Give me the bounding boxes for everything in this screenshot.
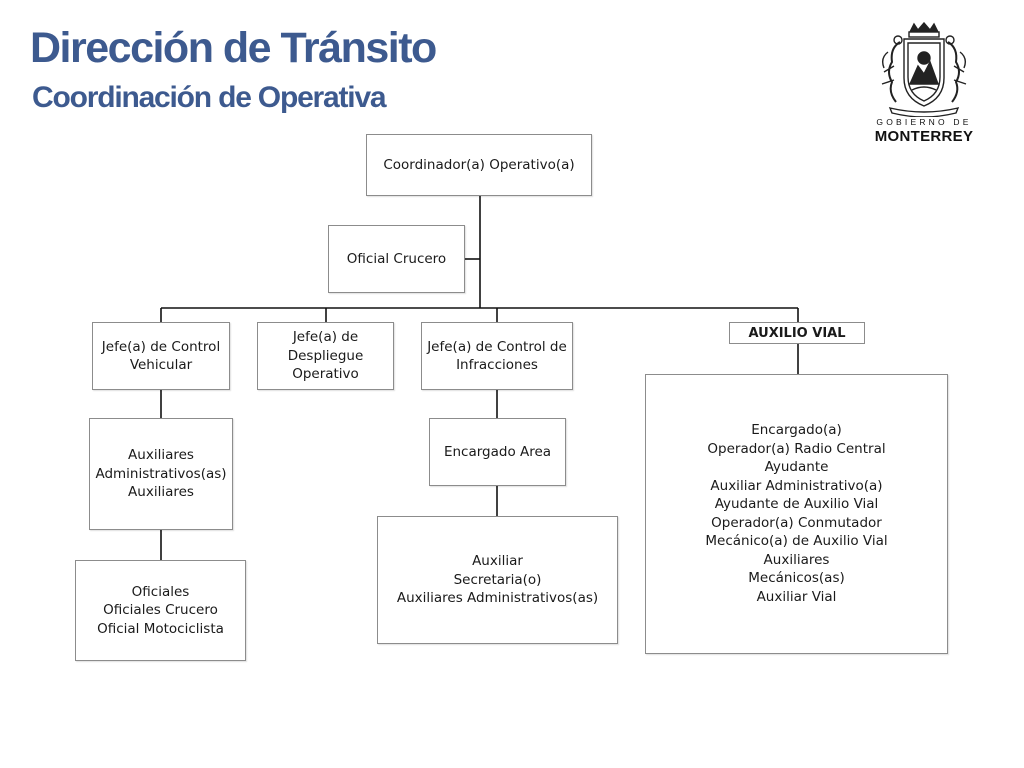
page-subtitle: Coordinación de Operativa: [32, 81, 387, 114]
page-title: Dirección de Tránsito: [30, 24, 437, 72]
infracciones-staff-box: Auxiliar Secretaria(o) Auxiliares Admini…: [377, 516, 618, 644]
box-line: Auxiliar Administrativo(a): [710, 477, 883, 494]
auxilio-vial-label: AUXILIO VIAL: [729, 322, 865, 344]
control-vehicular-box: Jefe(a) de Control Vehicular: [92, 322, 230, 390]
despliegue-operativo-box: Jefe(a) de Despliegue Operativo: [257, 322, 394, 390]
box-line: Coordinador(a) Operativo(a): [383, 156, 575, 173]
box-line: Encargado(a): [751, 422, 842, 438]
coat-of-arms-icon: [881, 21, 967, 118]
box-line: Ayudante de Auxilio Vial: [714, 496, 879, 512]
box-line: Auxiliares Administrativos(as): [396, 590, 599, 607]
box-line: Oficial Motociclista: [97, 620, 224, 637]
box-line: Encargado Area: [443, 443, 552, 460]
vehicular-auxiliares-box: Auxiliares Administrativos(as) Auxiliare…: [89, 418, 233, 530]
box-line: Operador(a) Radio Central: [707, 440, 886, 457]
box-line: Auxiliares: [128, 447, 194, 464]
oficial-crucero-box: Oficial Crucero: [328, 225, 465, 293]
coordinator-box: Coordinador(a) Operativo(a): [366, 134, 592, 196]
logo-small-text: GOBIERNO DE: [876, 117, 972, 127]
box-line: Oficiales Crucero: [103, 602, 218, 619]
box-line: Jefe(a) de Control: [101, 338, 221, 355]
box-line: Mecánicos(as): [748, 570, 845, 586]
box-line: Administrativos(as): [95, 465, 227, 482]
vehicular-oficiales-box: Oficiales Oficiales Crucero Oficial Moto…: [75, 560, 246, 661]
gobierno-monterrey-logo: GOBIERNO DE MONTERREY: [868, 21, 980, 148]
encargado-area-box: Encargado Area: [429, 418, 566, 486]
box-line: Mecánico(a) de Auxilio Vial: [705, 533, 888, 549]
box-line: Operativo: [292, 366, 359, 383]
control-infracciones-box: Jefe(a) de Control de Infracciones: [421, 322, 573, 390]
logo-big-text: MONTERREY: [874, 128, 974, 145]
box-line: Infracciones: [456, 357, 538, 373]
box-line: Auxiliares: [128, 484, 194, 501]
box-line: Jefe(a) de: [292, 329, 359, 346]
box-line: Operador(a) Conmutador: [711, 514, 882, 531]
box-line: Jefe(a) de Control de: [427, 338, 567, 355]
box-line: Auxiliar Vial: [756, 588, 837, 605]
box-line: Ayudante: [764, 459, 829, 475]
box-line: Secretaria(o): [453, 571, 542, 588]
box-line: Despliegue: [287, 347, 364, 364]
box-line: Auxiliares: [763, 551, 830, 568]
box-line: Oficial Crucero: [346, 250, 447, 267]
box-line: Oficiales: [131, 583, 190, 600]
auxilio-vial-staff-box: Encargado(a) Operador(a) Radio Central A…: [645, 374, 948, 654]
box-line: Vehicular: [129, 357, 193, 373]
box-line: Auxiliar: [472, 553, 523, 570]
